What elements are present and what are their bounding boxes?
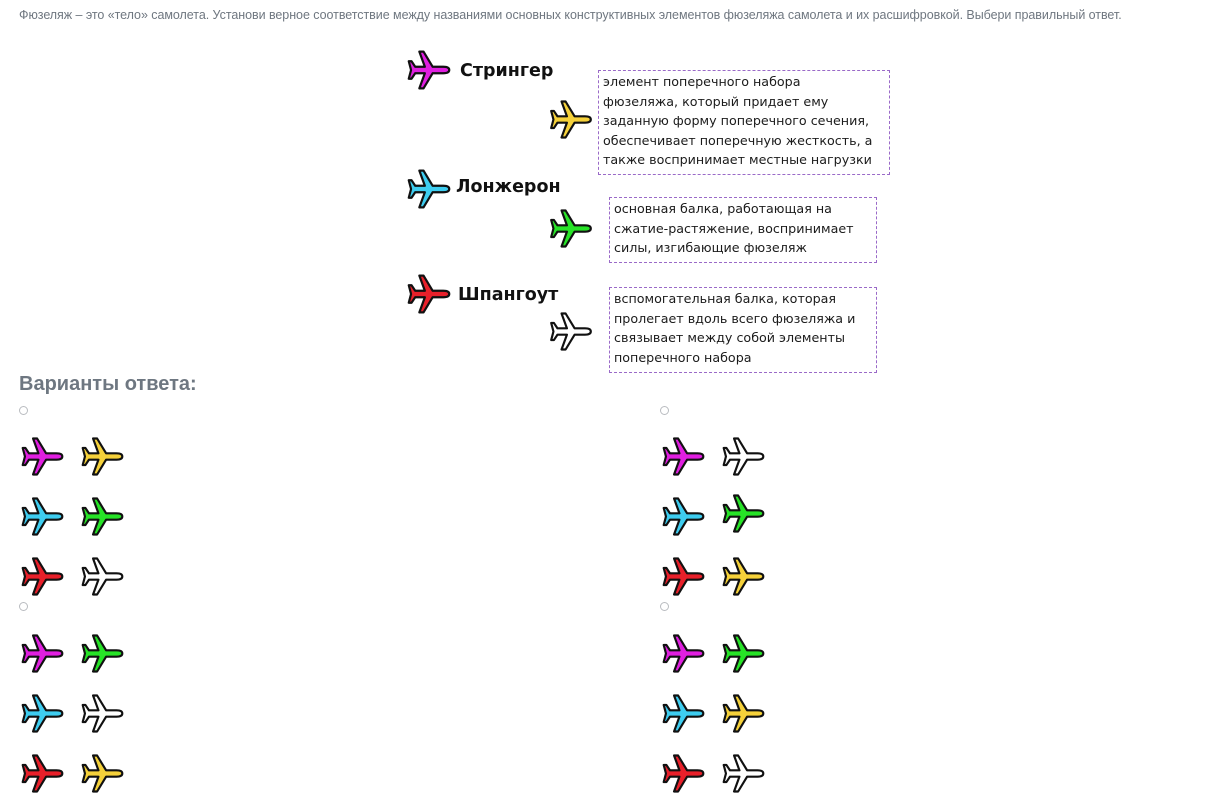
- option-1-pair-2-first-plane-icon: [19, 494, 66, 539]
- definition-line: пролегает вдоль всего фюзеляжа и: [614, 310, 856, 326]
- option-1-pair-2-second-plane-icon: [79, 494, 126, 539]
- definition-line: основная балка, работающая на: [614, 201, 832, 216]
- definition-line: элемент поперечного набора: [603, 74, 801, 89]
- option-4-pair-2-first-plane-icon: [660, 691, 707, 736]
- definition-line: силы, изгибающие фюзеляж: [614, 240, 807, 255]
- option-3-pair-3-second-plane-icon: [79, 751, 126, 796]
- yellow-plane-icon: [548, 97, 594, 142]
- option-4-pair-1-first-plane-icon: [660, 631, 707, 676]
- option-1-pair-1-second-plane-icon: [79, 434, 126, 479]
- definition-line: также воспринимает местные нагрузки: [603, 152, 872, 167]
- green-plane-icon: [548, 206, 594, 251]
- option-3-pair-3-first-plane-icon: [19, 751, 66, 796]
- term-spar: Лонжерон: [456, 177, 561, 197]
- cyan-plane-icon: [405, 166, 453, 212]
- option-2-pair-2-first-plane-icon: [660, 494, 707, 539]
- option-1-pair-1-first-plane-icon: [19, 434, 66, 479]
- definition-box-white: вспомогательная балка, которая пролегает…: [609, 287, 877, 373]
- red-plane-icon: [405, 271, 453, 317]
- term-frame: Шпангоут: [458, 285, 559, 305]
- option-2-pair-2-second-plane-icon: [720, 491, 767, 536]
- definition-line: сжатие-растяжение, воспринимает: [614, 220, 854, 236]
- answers-heading: Варианты ответа:: [19, 373, 197, 395]
- option-1-pair-3-first-plane-icon: [19, 554, 66, 599]
- answer-option-3-radio[interactable]: [19, 602, 28, 611]
- option-2-pair-3-first-plane-icon: [660, 554, 707, 599]
- answer-option-1-radio[interactable]: [19, 406, 28, 415]
- answer-option-2-radio[interactable]: [660, 406, 669, 415]
- option-4-pair-3-second-plane-icon: [720, 751, 767, 796]
- definition-line: фюзеляжа, который придает ему: [603, 93, 829, 109]
- answer-option-4-radio[interactable]: [660, 602, 669, 611]
- option-2-pair-3-second-plane-icon: [720, 554, 767, 599]
- definition-line: связывает между собой элементы: [614, 330, 846, 345]
- magenta-plane-icon: [405, 47, 453, 93]
- option-3-pair-2-first-plane-icon: [19, 691, 66, 736]
- definition-box-green: основная балка, работающая на сжатие-рас…: [609, 197, 877, 263]
- definition-line: вспомогательная балка, которая: [614, 291, 837, 306]
- definition-line: заданную форму поперечного сечения,: [603, 113, 869, 128]
- option-3-pair-1-first-plane-icon: [19, 631, 66, 676]
- option-4-pair-3-first-plane-icon: [660, 751, 707, 796]
- question-text: Фюзеляж – это «тело» самолета. Установи …: [19, 8, 1122, 22]
- white-plane-icon: [548, 309, 594, 354]
- definition-box-yellow: элемент поперечного набора фюзеляжа, кот…: [598, 70, 890, 175]
- option-2-pair-1-second-plane-icon: [720, 434, 767, 479]
- definition-line: обеспечивает поперечную жесткость, а: [603, 132, 873, 148]
- option-2-pair-1-first-plane-icon: [660, 434, 707, 479]
- definition-line: поперечного набора: [614, 349, 752, 365]
- term-stringer: Стрингер: [460, 61, 554, 81]
- option-3-pair-2-second-plane-icon: [79, 691, 126, 736]
- option-1-pair-3-second-plane-icon: [79, 554, 126, 599]
- option-3-pair-1-second-plane-icon: [79, 631, 126, 676]
- option-4-pair-2-second-plane-icon: [720, 691, 767, 736]
- option-4-pair-1-second-plane-icon: [720, 631, 767, 676]
